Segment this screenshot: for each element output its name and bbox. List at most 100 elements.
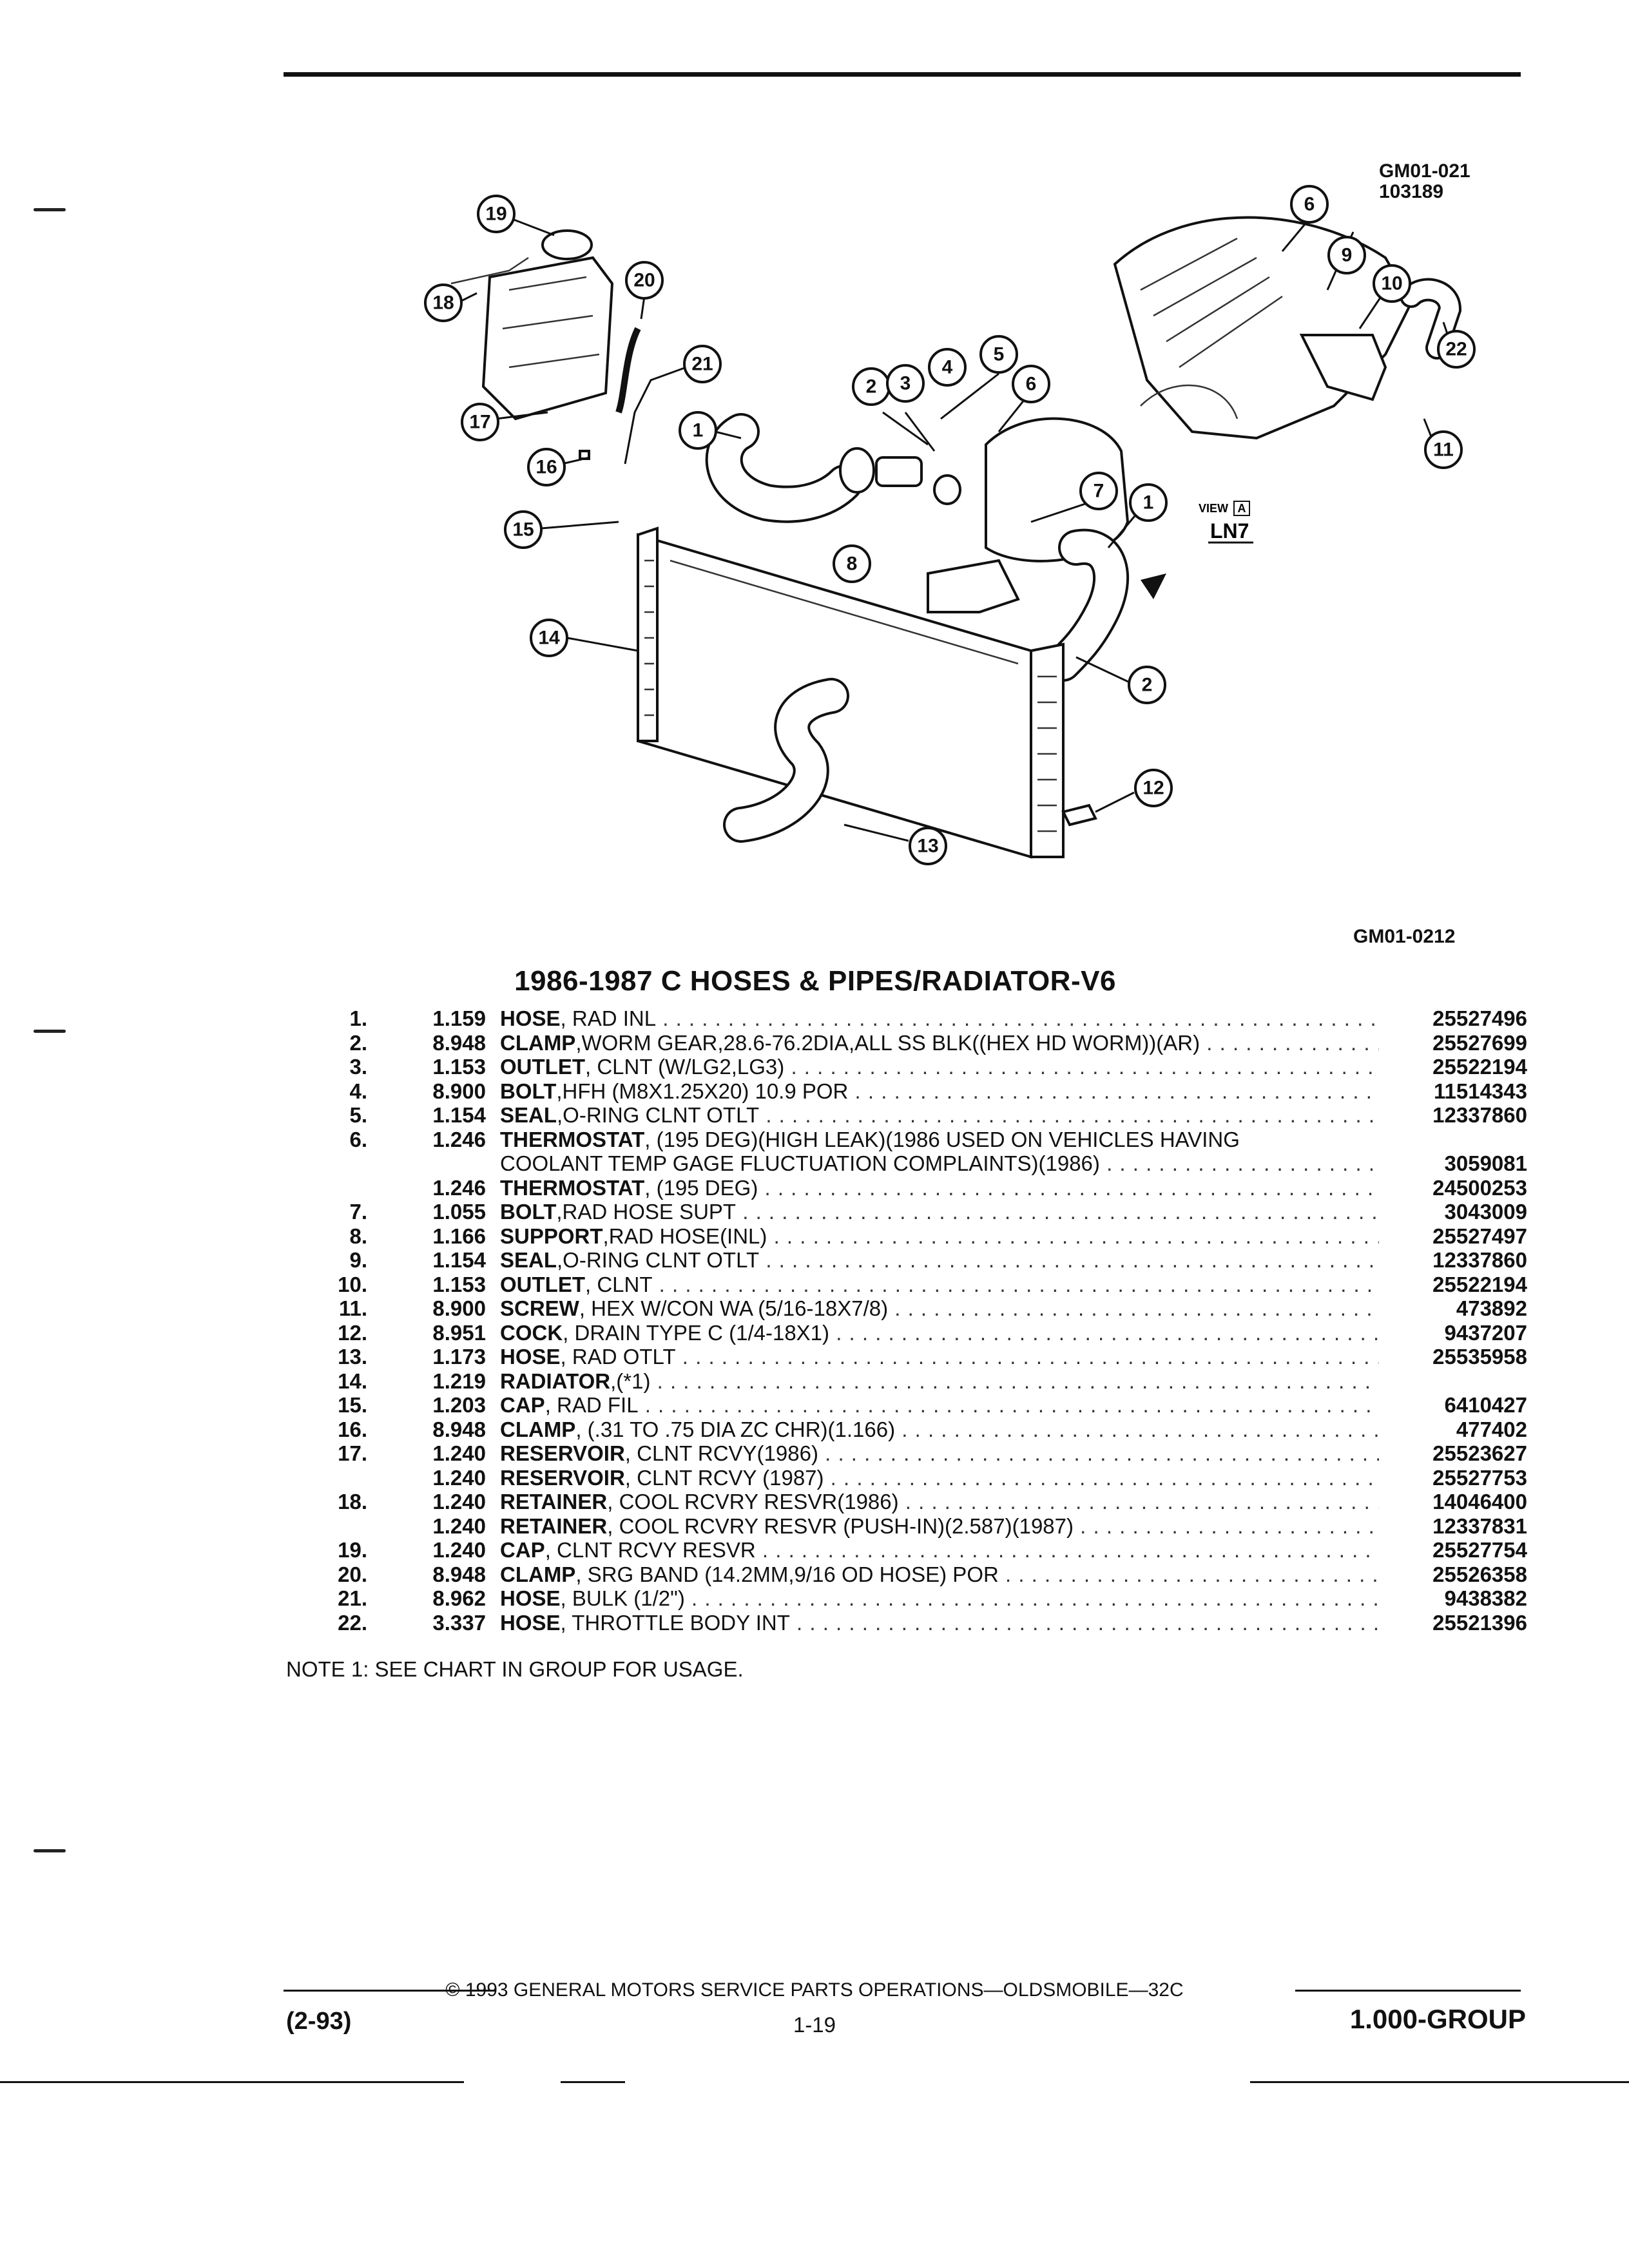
svg-text:18: 18: [432, 293, 454, 314]
part-description: RADIATOR,(*1): [500, 1369, 1379, 1394]
part-row: COOLANT TEMP GAGE FLUCTUATION COMPLAINTS…: [322, 1151, 1527, 1176]
part-name: CLAMP: [500, 1030, 576, 1055]
svg-text:6: 6: [1026, 374, 1037, 395]
group-number: 1.153: [432, 1272, 486, 1296]
part-detail: ,O-RING CLNT OTLT: [557, 1103, 760, 1127]
part-description: CAP, RAD FIL: [500, 1393, 1379, 1418]
figure-id-top: GM01-021 103189: [1379, 160, 1470, 202]
part-detail: , HEX W/CON WA (5/16-18X7/8): [579, 1296, 889, 1320]
part-number: 12337860: [1385, 1248, 1527, 1273]
part-number: 12337860: [1385, 1103, 1527, 1128]
part-name: RESERVOIR: [500, 1465, 625, 1490]
callout-22: 22: [1437, 330, 1476, 369]
part-description: OUTLET, CLNT: [500, 1273, 1379, 1297]
group-number: 3.337: [432, 1610, 486, 1635]
part-name: CAP: [500, 1538, 545, 1562]
group-number: 1.203: [432, 1393, 486, 1417]
part-name: RESERVOIR: [500, 1441, 625, 1465]
part-detail: ,O-RING CLNT OTLT: [557, 1248, 760, 1272]
part-number: 25522194: [1385, 1055, 1527, 1079]
usage-note: NOTE 1: SEE CHART IN GROUP FOR USAGE.: [286, 1657, 744, 1681]
item-number: 20.: [338, 1562, 367, 1586]
svg-text:16: 16: [535, 457, 557, 478]
part-description: CAP, CLNT RCVY RESVR: [500, 1538, 1379, 1562]
part-number: 25526358: [1385, 1562, 1527, 1586]
page-title: 1986-1987 C HOSES & PIPES/RADIATOR-V6: [514, 965, 1116, 997]
item-number: 13.: [338, 1345, 367, 1369]
svg-text:3: 3: [900, 373, 911, 394]
part-number: 11514343: [1385, 1079, 1527, 1103]
item-number: 4.: [349, 1079, 367, 1103]
part-detail: , CLNT RCVY(1986): [624, 1441, 818, 1465]
coolant-reservoir: [450, 229, 614, 460]
part-name: THERMOSTAT: [500, 1175, 645, 1200]
svg-text:5: 5: [994, 344, 1005, 365]
radiator-inlet-hose: [705, 413, 863, 523]
item-number: 19.: [338, 1538, 367, 1562]
part-detail: ,RAD HOSE SUPT: [556, 1200, 737, 1224]
footer-rule-right: [1295, 1990, 1521, 1992]
group-number: 8.900: [432, 1296, 486, 1320]
part-detail: , RAD FIL: [545, 1393, 639, 1417]
part-detail: , CLNT RCVY RESVR: [545, 1538, 756, 1562]
part-detail: , CLNT: [584, 1272, 653, 1296]
callout-8: 8: [833, 544, 871, 583]
radiator-outlet-hose: [723, 678, 849, 843]
part-description: BOLT,HFH (M8X1.25X20) 10.9 POR: [500, 1079, 1379, 1104]
callout-10: 10: [1373, 264, 1411, 303]
margin-mark: [34, 208, 66, 211]
callout-19: 19: [477, 195, 516, 233]
page-number: 1-19: [793, 2013, 836, 2037]
part-name: RETAINER: [500, 1490, 608, 1514]
part-name: CLAMP: [500, 1417, 576, 1441]
item-number: 10.: [338, 1272, 367, 1296]
part-detail: , THROTTLE BODY INT: [560, 1610, 790, 1635]
part-name: SCREW: [500, 1296, 579, 1320]
item-number: 7.: [349, 1200, 367, 1224]
part-number: 25527496: [1385, 1006, 1527, 1031]
item-number: 14.: [338, 1369, 367, 1393]
svg-text:14: 14: [538, 628, 560, 649]
part-detail: COOLANT TEMP GAGE FLUCTUATION COMPLAINTS…: [500, 1151, 1100, 1175]
part-description: HOSE, BULK (1/2"): [500, 1586, 1379, 1611]
part-number: 25523627: [1385, 1441, 1527, 1466]
group-number: 1.173: [432, 1345, 486, 1369]
part-name: RETAINER: [500, 1514, 608, 1538]
item-number: 16.: [338, 1417, 367, 1441]
callout-4: 4: [928, 348, 967, 387]
part-description: BOLT,RAD HOSE SUPT: [500, 1200, 1379, 1224]
part-description: RESERVOIR, CLNT RCVY (1987): [500, 1466, 1379, 1490]
part-number: 9437207: [1385, 1320, 1527, 1345]
group-number: 1.240: [432, 1538, 486, 1562]
part-detail: , (.31 TO .75 DIA ZC CHR)(1.166): [575, 1417, 896, 1441]
callout-15: 15: [504, 510, 543, 549]
part-detail: , (195 DEG)(HIGH LEAK)(1986 USED ON VEHI…: [644, 1127, 1240, 1151]
group-number: 1.159: [432, 1006, 486, 1030]
callout-9: 9: [1327, 236, 1366, 274]
part-detail: ,RAD HOSE(INL): [602, 1224, 767, 1248]
svg-text:9: 9: [1342, 245, 1353, 266]
item-number: 17.: [338, 1441, 367, 1465]
svg-text:20: 20: [633, 270, 655, 291]
footer-copyright: © 1993 GENERAL MOTORS SERVICE PARTS OPER…: [445, 1979, 1184, 2001]
callout-18: 18: [424, 284, 463, 322]
part-name: HOSE: [500, 1610, 561, 1635]
part-number: 3043009: [1385, 1200, 1527, 1224]
callout-13: 13: [909, 827, 947, 865]
part-description: COOLANT TEMP GAGE FLUCTUATION COMPLAINTS…: [500, 1151, 1379, 1176]
group-number: 1.246: [432, 1127, 486, 1151]
part-number: 25527753: [1385, 1465, 1527, 1490]
part-description: HOSE, RAD OTLT: [500, 1345, 1379, 1369]
part-description: CLAMP, SRG BAND (14.2MM,9/16 OD HOSE) PO…: [500, 1562, 1379, 1587]
